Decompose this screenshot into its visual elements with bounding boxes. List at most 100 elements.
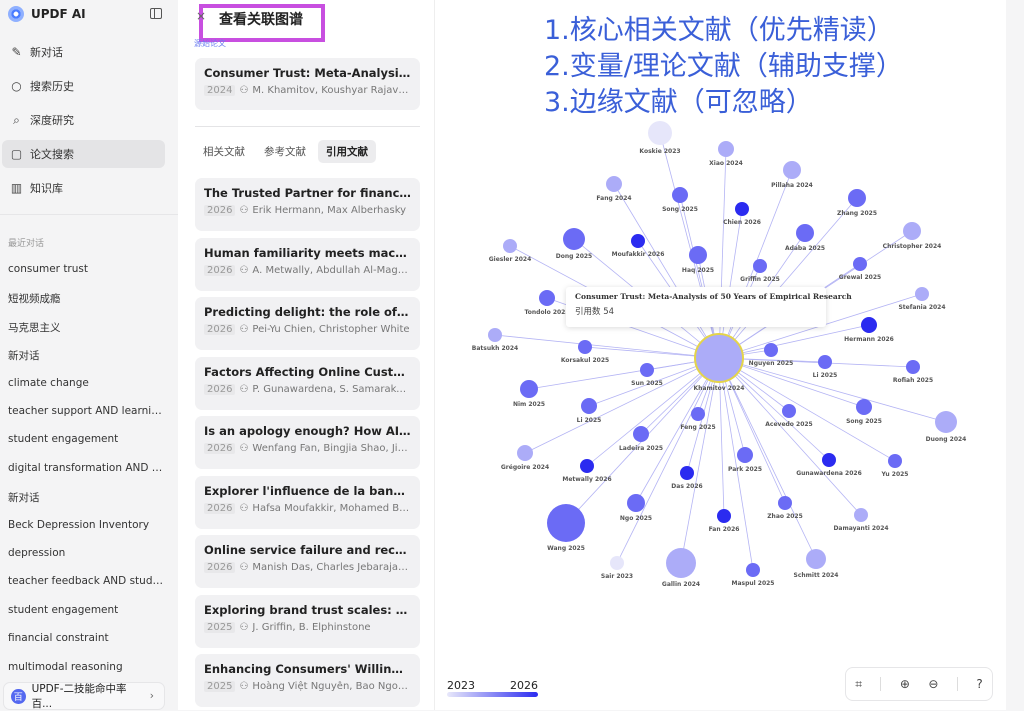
paper-authors: Manish Das, Charles Jebarajarki... xyxy=(252,562,411,573)
kb-label: UPDF-二技能命中率百... xyxy=(31,683,127,710)
paper-authors: M. Khamitov, Koushyar Rajavi, ... xyxy=(252,85,411,96)
paper-card[interactable]: Predicting delight: the role of trus...2… xyxy=(195,297,420,350)
zoom-in-icon[interactable]: ⊕ xyxy=(899,677,910,691)
nav-knowledge-base[interactable]: ▥ 知识库 xyxy=(2,174,165,202)
edit-icon: ✎ xyxy=(11,45,22,59)
book-icon: ▥ xyxy=(10,181,23,195)
recent-chat-item[interactable]: teacher support AND learnin... xyxy=(8,405,166,417)
paper-authors: J. Griffin, B. Elphinstone xyxy=(252,621,371,633)
nav-deep-research[interactable]: ⌕深度研究 xyxy=(2,106,165,134)
recent-label: 最近对话 xyxy=(8,239,45,249)
divider xyxy=(195,126,420,127)
legend-max: 2026 xyxy=(510,679,538,692)
nav-label: 新对话 xyxy=(30,46,63,59)
paper-card[interactable]: Human familiarity meets machine...2026⚇A… xyxy=(195,237,420,291)
recent-chat-item[interactable]: student engagement xyxy=(8,433,119,446)
zoom-out-icon[interactable]: ⊖ xyxy=(928,677,939,691)
legend-gradient xyxy=(447,692,538,697)
author-icon: ⚇ xyxy=(239,681,249,692)
paper-year: 2025 xyxy=(204,681,236,692)
telescope-icon: ⌕ xyxy=(13,112,20,127)
recent-chat-item[interactable]: student engagement xyxy=(8,603,119,616)
paper-authors: Hafsa Moufakkir, Mohamed Bo... xyxy=(252,502,411,514)
scroll-gutter xyxy=(1006,0,1024,710)
annotation-line: 2.变量/理论文献（辅助支撑） xyxy=(544,51,903,82)
nav-label: 搜索历史 xyxy=(30,80,74,93)
paper-title: Is an apology enough? How AI ch... xyxy=(204,424,411,438)
paper-card[interactable]: Online service failure and recover...202… xyxy=(195,535,420,588)
paper-authors: Erik Hermann, Max Alberhasky xyxy=(252,205,407,216)
close-icon[interactable]: × xyxy=(196,9,207,23)
paper-year: 2024 xyxy=(204,85,236,96)
updf-logo-icon xyxy=(8,6,24,22)
sidebar: UPDF AI ✎ 新对话 ○搜索历史 ⌕深度研究 ▢ 论文搜索 ▥ 知识库 最近对话… xyxy=(0,0,178,710)
recent-chat-item[interactable]: 新对话 xyxy=(8,492,40,505)
nav-search-history[interactable]: ○搜索历史 xyxy=(2,72,165,100)
app-name: UPDF AI xyxy=(31,7,86,21)
recent-chat-item[interactable]: teacher feedback AND stude... xyxy=(8,575,166,588)
fit-view-icon[interactable]: ⌗ xyxy=(855,676,862,691)
paper-card[interactable]: The Trusted Partner for financial ...202… xyxy=(195,178,420,231)
tab-citations[interactable]: 引用文献 xyxy=(318,140,376,163)
paper-card[interactable]: Explorer l'influence de la banque ... 202… xyxy=(195,475,420,529)
paper-card[interactable]: Is an apology enough? How AI ch...2026⚇W… xyxy=(195,416,420,469)
nav-label: 论文搜索 xyxy=(30,148,74,161)
paper-year: 2026 xyxy=(204,383,236,395)
author-icon: ⚇ xyxy=(239,205,249,216)
recent-chat-item[interactable]: depression xyxy=(8,547,66,559)
paper-year: 2026 xyxy=(204,264,236,276)
tooltip-title: Consumer Trust: Meta-Analysis of 50 Year… xyxy=(575,292,852,301)
annotation-line: 3.边缘文献（可忽略） xyxy=(544,87,813,118)
paper-card[interactable]: Factors Affecting Online Custome...2026⚇… xyxy=(195,356,420,410)
recent-chat-item[interactable]: financial constraint xyxy=(8,632,109,645)
author-icon: ⚇ xyxy=(239,383,249,395)
paper-title: Enhancing Consumers' Willingnes... xyxy=(204,662,411,676)
paper-year: 2025 xyxy=(204,621,236,633)
paper-authors: Wenfang Fan, Bingjia Shao, Jie ... xyxy=(252,443,411,454)
author-icon: ⚇ xyxy=(239,264,249,276)
nav-new-chat[interactable]: ✎ 新对话 xyxy=(2,38,165,66)
paper-year: 2026 xyxy=(204,562,236,573)
recent-chat-item[interactable]: climate change xyxy=(8,376,89,389)
paper-authors: Pei-Yu Chien, Christopher White xyxy=(252,324,410,335)
author-icon: ⚇ xyxy=(239,443,249,454)
paper-title: The Trusted Partner for financial ... xyxy=(204,186,411,200)
recent-chat-item[interactable]: digital transformation AND fi... xyxy=(8,461,166,474)
recent-chat-item[interactable]: Beck Depression Inventory xyxy=(8,518,150,531)
recent-chat-item[interactable]: consumer trust xyxy=(8,263,88,275)
collapse-sidebar-icon[interactable] xyxy=(150,8,162,19)
recent-chat-item[interactable]: 新对话 xyxy=(8,350,40,363)
paper-year: 2026 xyxy=(204,502,236,514)
annotation-line: 1.核心相关文献（优先精读） xyxy=(544,15,894,46)
help-icon[interactable]: ? xyxy=(976,677,983,691)
paper-search-icon: ▢ xyxy=(10,147,23,161)
paper-panel xyxy=(178,0,434,710)
nav-paper-search[interactable]: ▢ 论文搜索 xyxy=(2,140,165,168)
paper-title: Predicting delight: the role of trus... xyxy=(204,305,411,319)
tooltip-citations: 引用数 54 xyxy=(575,307,615,317)
tab-related[interactable]: 相关文献 xyxy=(203,146,245,158)
author-icon: ⚇ xyxy=(239,562,249,573)
highlight-box xyxy=(199,4,325,42)
chevron-right-icon: › xyxy=(149,690,154,702)
paper-title: Explorer l'influence de la banque ... xyxy=(204,483,411,498)
paper-title: Human familiarity meets machine... xyxy=(204,245,411,260)
recent-chat-item[interactable]: multimodal reasoning xyxy=(8,660,123,673)
paper-card[interactable]: Enhancing Consumers' Willingnes...2025⚇H… xyxy=(195,654,420,707)
paper-title: Exploring brand trust scales: Brin... xyxy=(204,602,411,617)
seed-label: 源始论文 xyxy=(194,39,226,48)
seed-paper-card[interactable]: Consumer Trust: Meta-Analysis of... 2024… xyxy=(195,58,420,110)
node-tooltip: Consumer Trust: Meta-Analysis of 50 Year… xyxy=(566,287,852,327)
graph-controls: ⌗ ⊕ ⊖ ? xyxy=(845,667,993,701)
recent-chat-item[interactable]: 短视频成瘾 xyxy=(8,293,61,306)
author-icon: ⚇ xyxy=(239,85,249,96)
recent-chat-item[interactable]: 马克思主义 xyxy=(8,321,61,334)
panel-title: 查看关联图谱 xyxy=(219,12,303,28)
paper-authors: P. Gunawardena, S. Samarakoo... xyxy=(252,383,411,395)
divider xyxy=(0,214,178,215)
nav-label: 知识库 xyxy=(30,182,63,195)
author-icon: ⚇ xyxy=(239,324,249,335)
tab-references[interactable]: 参考文献 xyxy=(264,146,306,158)
paper-card[interactable]: Exploring brand trust scales: Brin... 202… xyxy=(195,594,420,648)
